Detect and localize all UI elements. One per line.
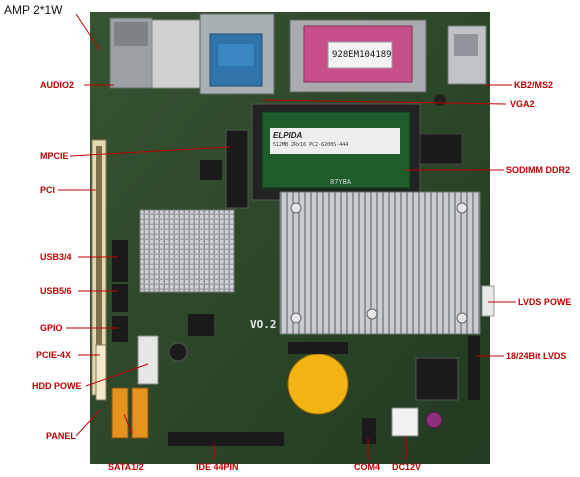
heatsink-screw-1 [290,202,302,214]
leader-panel [75,409,101,437]
inductor [168,342,188,362]
leader-lines [58,13,516,460]
lan-block [151,19,201,89]
label-audio2: AUDIO2 [40,80,75,90]
heatsink-screw-3 [290,312,302,324]
serial-sticker-text: 928EM104189 [332,50,392,60]
super-io-chip [415,357,459,401]
ram-sticker [270,128,400,154]
hdd-power-connector [137,335,159,385]
leader-hdd [85,363,149,387]
battery-holder [288,342,348,354]
mpcie-socket [225,129,249,209]
cpu-heatsink [279,191,481,335]
label-sata12: SATA1/2 [108,462,144,472]
vga-blue-inner [218,44,254,66]
small-chip-3 [200,160,222,180]
label-usb56: USB5/6 [40,286,72,296]
ps2-port [454,34,478,56]
label-usb34: USB3/4 [40,252,72,262]
leader-sata [123,413,133,435]
label-vga2: VGA2 [510,99,535,109]
label-hdd-power: HDD POWE [32,381,82,391]
label-mpcie: MPCIE [40,151,69,161]
label-kb2ms2: KB2/MS2 [514,80,554,90]
usb56-header [112,284,128,312]
label-lvds-power: LVDS POWE [518,297,572,307]
audio-jack-top [114,22,148,46]
usb34-header [112,240,128,282]
dc12v-connector [391,407,419,437]
lvds-power-header [481,285,495,317]
label-pcie4x: PCIE-4X [36,350,72,360]
small-chip-1 [419,133,463,165]
com4-header [362,418,376,444]
ram-code-text: 87YBA [330,178,352,186]
label-pci: PCI [40,185,56,195]
heatsink-screw-5 [366,308,378,320]
lvds-header [468,336,480,400]
sata1-port [111,387,129,439]
leader-amp [75,13,101,51]
capacitor-2 [434,94,446,106]
gpio-header [112,316,128,342]
small-chip-2 [188,314,214,336]
heatsink-screw-4 [456,312,468,324]
label-com4: COM4 [354,462,381,472]
label-ide44: IDE 44PIN [196,462,239,472]
leader-mpcie [69,146,231,157]
label-gpio: GPIO [40,323,63,333]
label-lvds-1824: 18/24Bit LVDS [506,351,567,361]
amp-label: AMP 2*1W [4,3,63,17]
cmos-battery [287,353,349,415]
serial-sticker [327,41,393,69]
label-dc12v: DC12V [392,462,422,472]
heatsink-screw-2 [456,202,468,214]
ram-brand-text: ELPIDA [273,131,303,140]
label-sodimm: SODIMM DDR2 [506,165,571,175]
board-version-text: VO.2 [250,318,277,331]
capacitor-1 [425,411,443,429]
sata2-port [131,387,149,439]
pcie-slot [95,344,107,401]
leader-vga2 [263,99,507,105]
label-panel: PANEL [46,431,76,441]
chipset-heatsink [139,209,235,293]
ram-part-text: 512MB 2Rx16 PC2-6200S-444 [273,142,349,148]
pci-slot-inner [96,146,102,389]
ide-header [168,432,284,446]
